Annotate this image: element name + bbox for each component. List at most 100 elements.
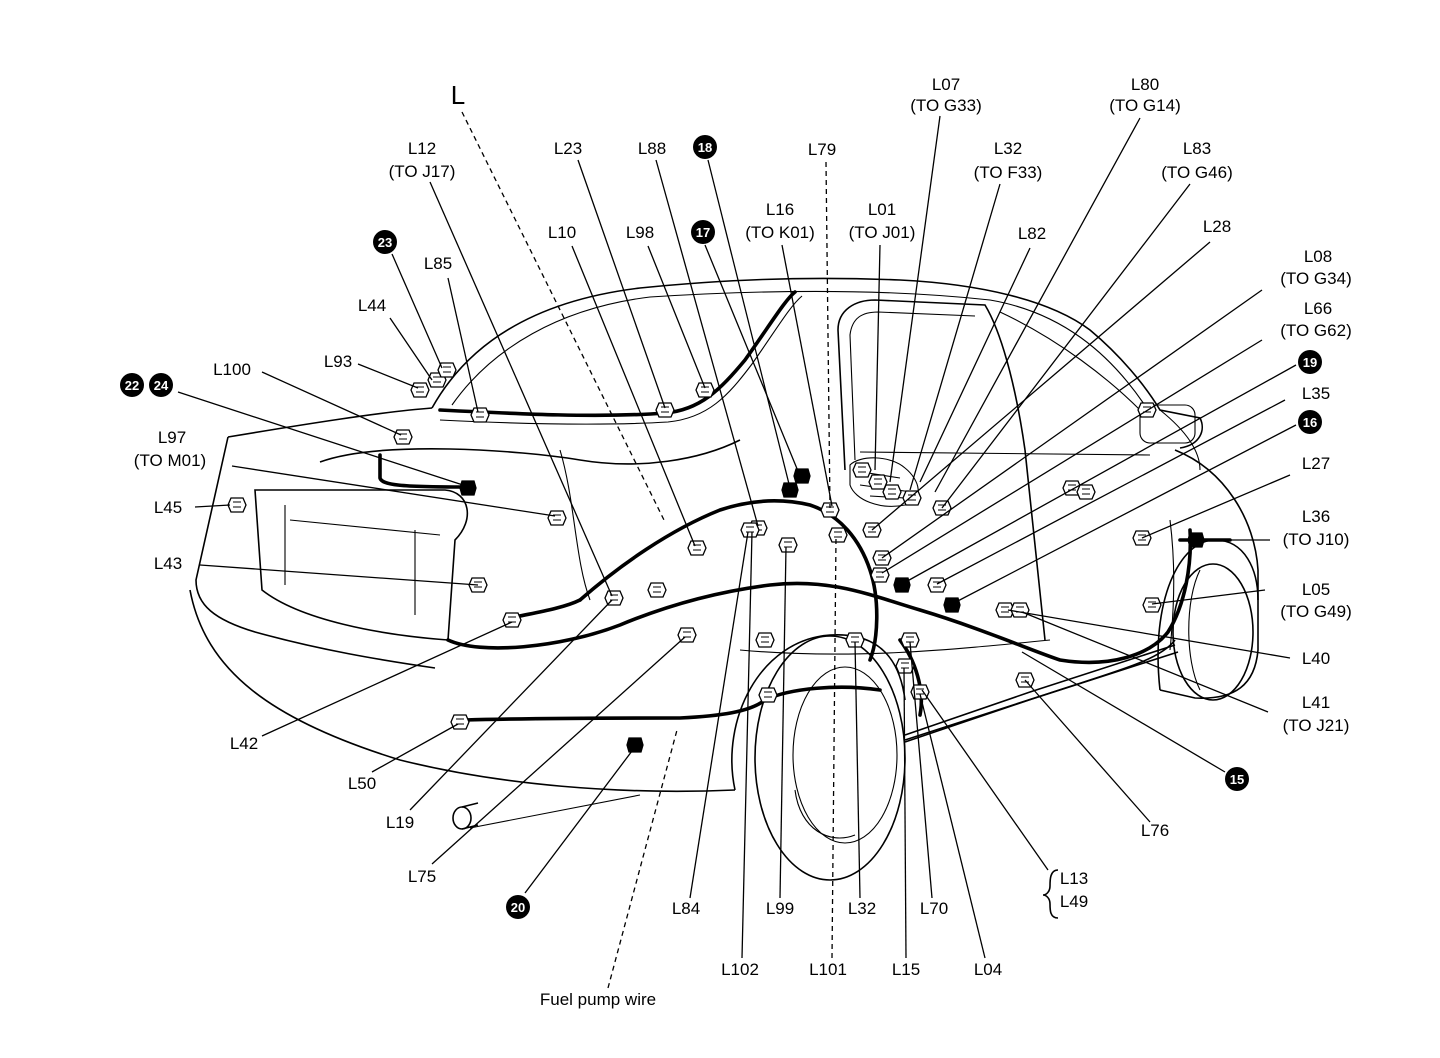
leader-line-l45	[194, 504, 231, 508]
labels: L L12 (TO J17) L23 L88 L79 L07 (TO G33) …	[134, 75, 1352, 1009]
label-l93: L93	[324, 352, 352, 371]
label-l50: L50	[348, 774, 376, 793]
roof-console	[1139, 404, 1196, 444]
label-l75: L75	[408, 867, 436, 886]
label-l16: L16	[766, 200, 794, 219]
connector	[393, 429, 413, 445]
connector	[604, 590, 624, 606]
quarter-panel-line	[559, 449, 591, 601]
label-l32-top: L32	[994, 139, 1022, 158]
leader-line-l97	[231, 465, 556, 517]
badge-20: 20	[506, 895, 530, 919]
connector	[647, 582, 667, 598]
belt-line	[319, 439, 741, 465]
leader-line-l32-bottom	[854, 641, 861, 899]
connector	[1142, 597, 1162, 613]
leader-line-l05	[1151, 589, 1266, 605]
label-l80-note: (TO G14)	[1109, 96, 1180, 115]
label-l70: L70	[920, 899, 948, 918]
label-l41-note: (TO J21)	[1283, 716, 1350, 735]
connectors	[227, 362, 1205, 753]
label-l16-note: (TO K01)	[745, 223, 815, 242]
leader-line-l100	[261, 371, 402, 436]
leader-line-l102	[741, 531, 753, 959]
roof-outline	[431, 277, 1204, 449]
leader-line-l99	[779, 546, 787, 899]
svg-text:17: 17	[696, 225, 710, 240]
label-l88: L88	[638, 139, 666, 158]
label-l27: L27	[1302, 454, 1330, 473]
label-l85: L85	[424, 254, 452, 273]
svg-text:16: 16	[1303, 415, 1317, 430]
leader-line-l93	[357, 363, 419, 389]
label-l82: L82	[1018, 224, 1046, 243]
connector-dark	[626, 737, 644, 753]
sill-harness-b	[904, 651, 1179, 743]
connector	[1076, 484, 1096, 500]
badge-15: 15	[1225, 767, 1249, 791]
leader-line-b17	[704, 244, 801, 477]
leader-line-l12	[429, 181, 613, 597]
connector	[740, 522, 760, 538]
leader-line-b23	[391, 253, 443, 369]
label-l01-note: (TO J01)	[849, 223, 916, 242]
rear-wheel-inner	[792, 666, 898, 844]
label-l66: L66	[1304, 299, 1332, 318]
label-l12: L12	[408, 139, 436, 158]
label-l83-note: (TO G46)	[1161, 163, 1232, 182]
connector-dark	[943, 597, 961, 613]
connector	[868, 474, 888, 490]
connector	[902, 490, 922, 506]
svg-text:15: 15	[1230, 772, 1244, 787]
rear-harness	[378, 453, 467, 489]
door-window-frame	[837, 299, 1026, 471]
roof-harness	[438, 290, 797, 418]
badge-16: 16	[1298, 410, 1322, 434]
leader-line-l23	[577, 159, 666, 409]
label-l36-note: (TO J10)	[1283, 530, 1350, 549]
label-l42: L42	[230, 734, 258, 753]
leader-line-l66	[881, 339, 1263, 574]
svg-text:23: 23	[378, 235, 392, 250]
label-l84: L84	[672, 899, 700, 918]
label-l79: L79	[808, 140, 836, 159]
label-l01: L01	[868, 200, 896, 219]
fuel-pump	[452, 794, 641, 830]
label-l99: L99	[766, 899, 794, 918]
rear-recess	[254, 489, 469, 641]
rear-wheel-arch	[731, 634, 906, 791]
connector	[470, 407, 490, 423]
leader-line-l88	[655, 159, 759, 527]
leader-line-l76	[1024, 679, 1151, 823]
leader-line-l44	[389, 317, 433, 381]
connector	[828, 527, 848, 543]
label-l32-bottom: L32	[848, 899, 876, 918]
leader-line-l	[461, 111, 666, 523]
label-l05-note: (TO G49)	[1280, 602, 1351, 621]
badge-24: 24	[149, 373, 173, 397]
front-wheel	[1172, 563, 1254, 701]
rear-panel	[195, 436, 436, 669]
floor-edge	[739, 639, 1051, 655]
section-letter: L	[451, 80, 465, 110]
label-l44: L44	[358, 296, 386, 315]
fuel-pump-harness	[463, 685, 882, 722]
label-l04: L04	[974, 960, 1002, 979]
connector	[695, 382, 715, 398]
connector	[758, 687, 778, 703]
label-l07-note: (TO G33)	[910, 96, 981, 115]
label-l100: L100	[213, 360, 251, 379]
firewall-line	[1169, 519, 1175, 651]
leader-line-b15	[1021, 651, 1226, 773]
label-l07: L07	[932, 75, 960, 94]
label-l80: L80	[1131, 75, 1159, 94]
label-l15: L15	[892, 960, 920, 979]
main-floor-harness	[446, 528, 1193, 665]
leader-lines	[177, 111, 1297, 989]
label-l97: L97	[158, 428, 186, 447]
leader-line-l08	[881, 289, 1263, 559]
leader-line-l07	[889, 115, 941, 483]
connector	[1010, 602, 1030, 618]
front-wheel-inner	[1188, 569, 1201, 691]
